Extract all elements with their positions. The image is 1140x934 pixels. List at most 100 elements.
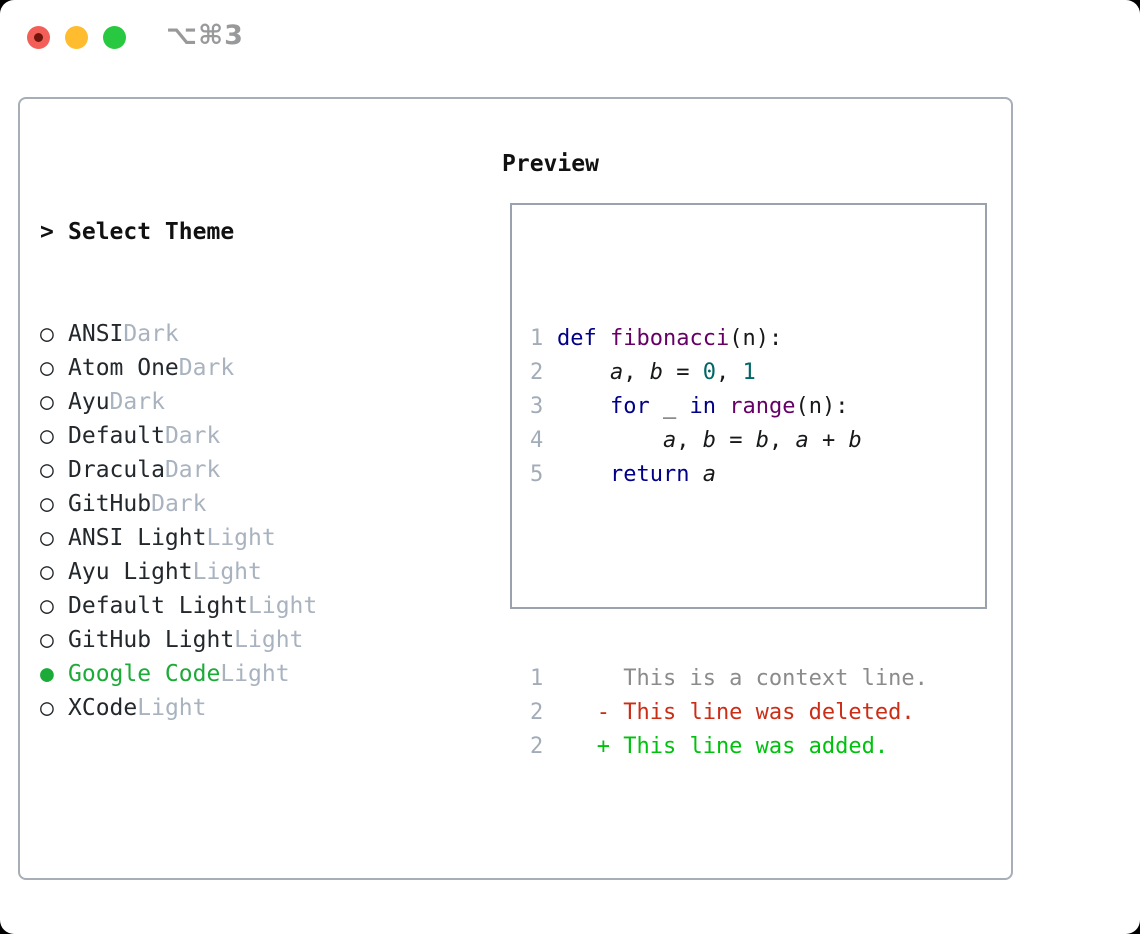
theme-name: Ayu Light	[68, 559, 193, 585]
theme-option[interactable]: ○XCode Light	[40, 691, 428, 725]
radio-unselected-icon: ○	[40, 321, 54, 347]
radio-unselected-icon: ○	[40, 491, 54, 517]
main-panel: >Select Theme ○ ANSI Dark ○ Atom One Dark ○ A…	[18, 97, 1013, 934]
theme-list-title: Select Theme	[68, 219, 235, 245]
line-number: 5	[530, 462, 544, 487]
theme-option[interactable]: ●Google Code Light	[40, 657, 428, 691]
diff-text: This is a context line.	[557, 666, 928, 691]
line-number: 4	[530, 428, 544, 453]
code-token	[557, 356, 610, 390]
code-token: _	[649, 394, 690, 419]
theme-option[interactable]: ○ ANSI Light Light	[40, 521, 428, 555]
theme-option[interactable]: ○ ANSI Dark	[40, 317, 428, 351]
theme-name: Dracula	[68, 457, 165, 483]
theme-option[interactable]: ○ Default Dark	[40, 419, 428, 453]
theme-list: ○ANSI Dark○Atom One Dark○Ayu Dark○Defaul…	[40, 317, 428, 725]
radio-unselected-icon: ○	[40, 355, 54, 381]
radio-unselected-icon: ○	[40, 389, 54, 415]
theme-name: XCode	[68, 695, 138, 721]
theme-option[interactable]: ○Ayu Dark	[40, 385, 428, 419]
zoom-button[interactable]	[103, 26, 126, 49]
line-number: 1	[530, 666, 544, 691]
theme-name: Default	[68, 423, 165, 449]
code-line: 3 for _ in range(n):	[530, 390, 928, 424]
preview-title: Preview	[502, 151, 599, 177]
theme-variant-tag: Light	[206, 525, 276, 551]
theme-selector: >Select Theme ○ ANSI Dark ○ Atom One Dark ○ A…	[40, 147, 428, 934]
radio-unselected-icon: ○	[40, 559, 54, 585]
diff-line: 1 This is a context line.	[530, 662, 928, 696]
title-bar: ⌥⌘3	[0, 0, 1140, 76]
code-token: a	[795, 428, 809, 453]
apply-to-header: Apply To	[40, 929, 428, 934]
theme-option[interactable]: ○GitHub Dark	[40, 487, 428, 521]
code-token: a	[702, 462, 716, 487]
code-token: 0	[702, 360, 716, 385]
theme-name: Atom One	[68, 355, 179, 381]
line-number: 3	[530, 394, 544, 419]
code-token: (n):	[729, 326, 783, 351]
code-token: ,	[715, 360, 743, 385]
theme-option[interactable]: ○ Ayu Light Light	[40, 555, 428, 589]
theme-variant-tag: Light	[192, 559, 262, 585]
diff-line: 2 - This line was deleted.	[530, 696, 928, 730]
theme-option[interactable]: ○GitHub Light Light	[40, 623, 428, 657]
code-token	[557, 458, 610, 492]
code-token: a	[609, 360, 624, 385]
code-token: return	[609, 462, 690, 487]
theme-variant-tag: Light	[248, 593, 318, 619]
code-token: ,	[676, 428, 703, 453]
theme-variant-tag: Dark	[123, 321, 179, 347]
code-token: in	[689, 394, 716, 419]
minimize-button[interactable]	[65, 26, 88, 49]
code-token: a	[662, 428, 677, 453]
code-token: b	[848, 428, 862, 453]
code-line: 4 a, b = b, a + b	[530, 424, 928, 458]
theme-variant-tag: Dark	[151, 491, 207, 517]
diff-line: 2 + This line was added.	[530, 730, 928, 764]
code-token: def	[557, 326, 597, 351]
theme-option[interactable]: ○Atom One Dark	[40, 351, 428, 385]
code-line: 5 return a	[530, 458, 928, 492]
theme-name: Default Light	[68, 593, 249, 619]
code-token: =	[662, 360, 703, 385]
line-number: 1	[530, 326, 544, 351]
theme-variant-tag: Dark	[164, 423, 221, 449]
code-line: 2 a, b = 0, 1	[530, 356, 928, 390]
theme-option[interactable]: ○Dracula Dark	[40, 453, 428, 487]
code-token: =	[715, 428, 756, 453]
code-token	[716, 390, 729, 424]
theme-name: Ayu	[68, 389, 110, 415]
apply-to-title: Apply To	[68, 929, 179, 934]
radio-unselected-icon: ○	[40, 525, 54, 551]
apply-to-section: Apply To ●User Settings○Workspace Settin…	[40, 861, 428, 934]
theme-option[interactable]: ○Default Light Light	[40, 589, 428, 623]
code-token: ,	[768, 428, 796, 453]
theme-name: GitHub Light	[68, 627, 235, 653]
theme-variant-tag: Light	[137, 695, 207, 721]
code-token: range	[729, 394, 796, 419]
close-button[interactable]	[27, 26, 50, 49]
diff-text: - This line was deleted.	[557, 700, 915, 725]
radio-unselected-icon: ○	[40, 423, 54, 449]
theme-name: ANSI	[68, 321, 124, 347]
theme-name: ANSI Light	[68, 525, 207, 551]
blank-line	[530, 560, 928, 594]
code-token	[597, 322, 610, 356]
code-token: for	[609, 394, 650, 419]
code-token: fibonacci	[610, 326, 730, 351]
code-token: 1	[742, 360, 756, 385]
code-token	[557, 424, 663, 458]
theme-list-header: >Select Theme	[40, 215, 428, 249]
code-token: (n):	[795, 394, 849, 419]
radio-unselected-icon: ○	[40, 627, 54, 653]
code-token: ,	[623, 360, 650, 385]
code-token	[557, 390, 610, 424]
code-token: b	[649, 360, 663, 385]
code-token	[689, 458, 702, 492]
line-number: 2	[530, 700, 544, 725]
